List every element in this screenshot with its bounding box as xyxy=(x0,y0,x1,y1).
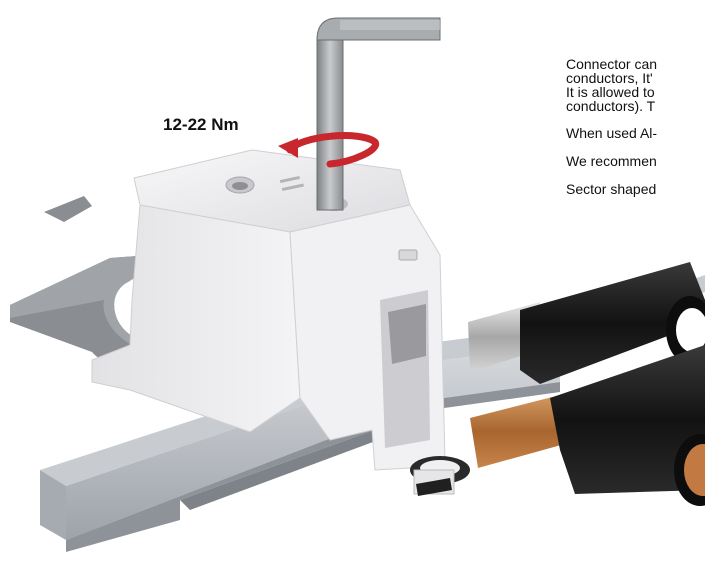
paragraph-1-line-4: conductors). T xyxy=(566,98,656,114)
paragraph-1: Connector can conductors, It' It is allo… xyxy=(566,57,705,113)
connector-body xyxy=(91,149,470,496)
paragraph-1-line-1: Connector can xyxy=(566,56,658,72)
torque-label: 12-22 Nm xyxy=(163,115,239,134)
copper-cable xyxy=(470,345,705,506)
paragraph-1-line-3: It is allowed to xyxy=(566,84,655,100)
description-text: Connector can conductors, It' It is allo… xyxy=(566,57,705,197)
aluminium-cable xyxy=(468,262,705,384)
paragraph-2: When used Al- xyxy=(566,125,658,141)
hex-key-icon xyxy=(316,17,441,211)
rotation-arrow-icon xyxy=(278,132,379,168)
paragraph-4: Sector shaped xyxy=(566,181,657,197)
paragraph-3: We recommen xyxy=(566,153,657,169)
paragraph-1-line-2: conductors, It' xyxy=(566,70,653,86)
